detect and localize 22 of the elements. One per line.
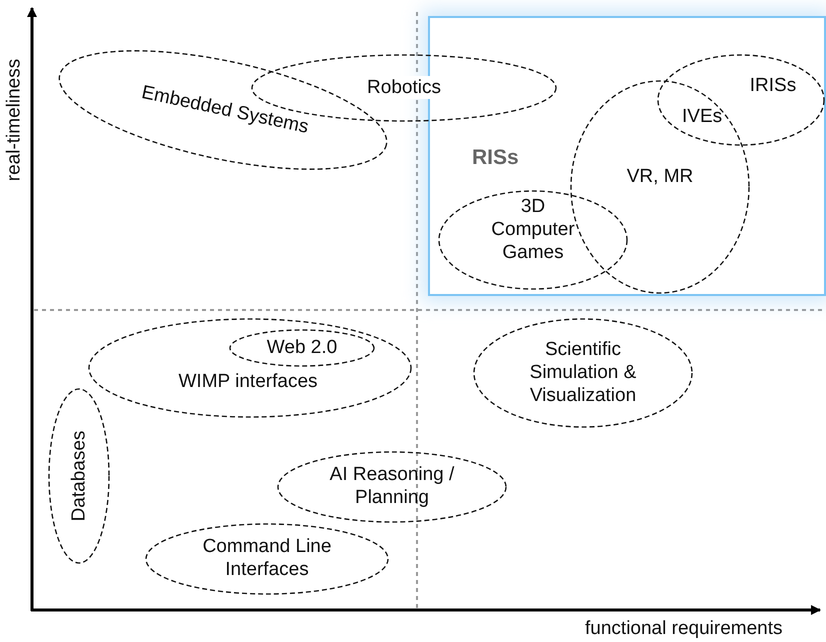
ellipse-label: Web 2.0 [266, 336, 338, 359]
ellipse-label: Embedded Systems [138, 80, 312, 140]
dashed-ellipse [88, 318, 412, 418]
ellipse-label: WIMP interfaces [177, 370, 319, 393]
dashed-ellipse [145, 523, 389, 595]
axis-label: real-timeliness [2, 58, 26, 182]
dashed-ellipse [657, 54, 825, 146]
ellipse-label: IRISs [748, 74, 798, 97]
ellipse-label: AI Reasoning / Planning [328, 463, 456, 509]
region-heading: RISs [472, 146, 520, 169]
ellipse-label: Databases [68, 430, 90, 522]
ellipse-label: VR, MR [626, 165, 694, 188]
dashed-ellipse [473, 318, 693, 428]
dashed-ellipse [438, 190, 628, 290]
ellipse-label: Scientific Simulation & Visualization [528, 338, 638, 407]
overlap-label: IVEs [682, 105, 722, 128]
ellipse-label: Command Line Interfaces [202, 535, 332, 581]
ellipse-label: 3D Computer Games [490, 195, 576, 264]
dashed-ellipse [277, 451, 507, 523]
dashed-ellipse [229, 329, 375, 367]
dashed-ellipse [48, 388, 110, 564]
axis-label: functional requirements [585, 617, 782, 640]
